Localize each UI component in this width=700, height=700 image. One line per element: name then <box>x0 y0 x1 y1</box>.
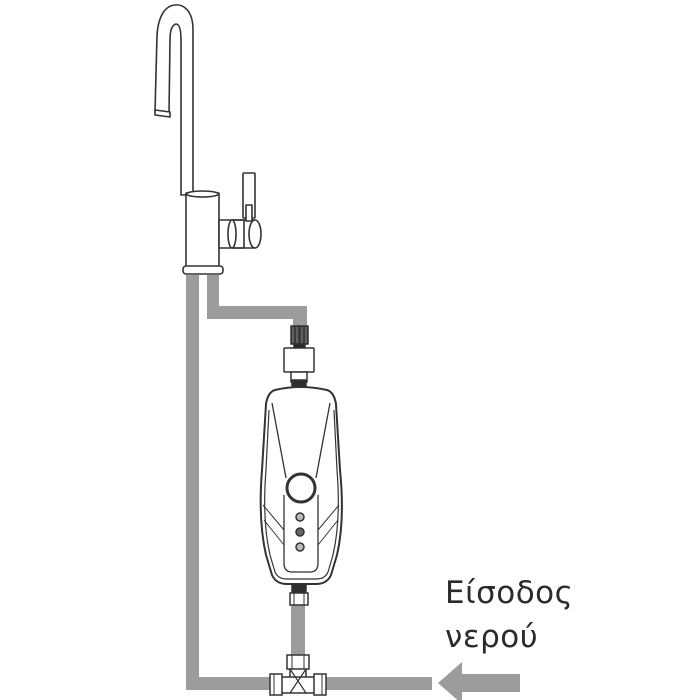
inlet-label-line1: Είσοδος <box>445 575 574 611</box>
instant-water-heater <box>259 386 343 585</box>
pipes <box>186 275 432 690</box>
button-2 <box>295 527 305 537</box>
faucet-body-top-ring <box>185 190 220 198</box>
lower-connector <box>289 583 309 606</box>
faucet-base-ring <box>182 265 224 275</box>
hot-pipe-to-heater <box>293 306 307 326</box>
upper-nut <box>290 325 309 345</box>
heater-front-panel <box>271 402 331 573</box>
hot-pipe-horizontal <box>207 306 307 319</box>
tee-fitting <box>269 654 327 696</box>
faucet <box>154 4 262 275</box>
faucet-body <box>185 192 220 269</box>
bottom-pipe-right <box>322 677 432 690</box>
bottom-pipe-left <box>186 677 274 690</box>
button-1 <box>295 512 305 522</box>
faucet-handle-cap <box>248 219 262 249</box>
faucet-spout <box>154 4 194 196</box>
power-dial <box>285 472 317 504</box>
faucet-cold-pipe-vertical <box>186 275 199 688</box>
faucet-spout-tip <box>154 109 171 118</box>
lower-nut <box>289 592 309 606</box>
button-3 <box>295 542 305 552</box>
inline-filter <box>283 347 315 373</box>
upper-connector <box>283 325 315 389</box>
heater-inlet-pipe <box>291 604 305 656</box>
inlet-label-line2: νερού <box>445 619 539 655</box>
arrow-left-icon <box>438 662 520 700</box>
